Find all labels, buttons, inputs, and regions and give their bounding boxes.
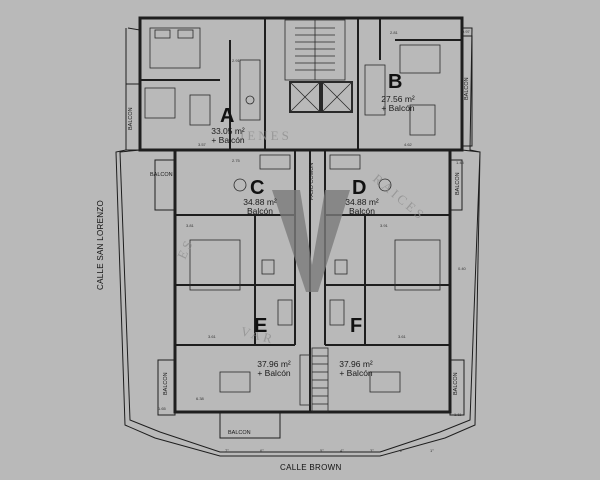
- axis-number: 2°: [400, 448, 404, 453]
- unit-letter: F: [350, 315, 362, 337]
- dimension-label: 4.62: [404, 142, 413, 147]
- axis-number: 3°: [370, 448, 374, 453]
- balcony-label: BALCON: [150, 172, 173, 178]
- balcony-label: BALCON: [163, 372, 169, 395]
- unit-area: 37.96 m²: [257, 359, 291, 369]
- unit-e-label: E 37.96 m² + Balcón: [254, 315, 291, 378]
- axis-numbers: 1° 2° 3° 4° 5° 6° 7°: [225, 448, 434, 453]
- dimension-label: 6.38: [196, 396, 205, 401]
- unit-c-label: C 34.88 m² Balcón: [243, 177, 277, 216]
- unit-extra: + Balcón: [257, 368, 291, 378]
- furniture: [144, 27, 441, 406]
- balcony-label: BALCON: [453, 372, 459, 395]
- balcony-label: BALCON: [464, 77, 470, 100]
- unit-area: 33.05 m²: [211, 126, 245, 136]
- axis-number: 6°: [260, 448, 264, 453]
- dimension-label: 3.61: [208, 334, 217, 339]
- unit-letter: D: [352, 177, 366, 199]
- corridor-label: PASO COMUN: [309, 163, 315, 200]
- unit-b-label: B 27.56 m² + Balcón: [381, 71, 415, 113]
- unit-area: 34.88 m²: [243, 197, 277, 207]
- dimension-label: 1.65: [158, 406, 167, 411]
- balcony-label: BALCON: [455, 172, 461, 195]
- unit-letter: E: [254, 315, 267, 337]
- unit-letter: A: [220, 105, 234, 127]
- balcony-label: BALCON: [228, 430, 251, 436]
- dimensions: 2.81 3.57 4.62 2.91 3.61 3.61 2.75 1.45 …: [158, 29, 471, 417]
- building-walls: [125, 16, 473, 439]
- dimension-label: 1.45: [456, 160, 465, 165]
- balcony-label: BALCON: [128, 107, 134, 130]
- unit-extra: + Balcón: [381, 103, 415, 113]
- watermark-logo-icon: [272, 190, 350, 292]
- dimension-label: 2.75: [232, 158, 241, 163]
- dimension-label: 2.91: [232, 58, 241, 63]
- street-label-left: CALLE SAN LORENZO: [96, 200, 105, 290]
- unit-letter: B: [388, 71, 402, 93]
- dimension-label: 3.81: [186, 223, 195, 228]
- interior-walls: [140, 18, 462, 412]
- unit-f-label: F 37.96 m² + Balcón: [339, 315, 373, 378]
- axis-number: 1°: [430, 448, 434, 453]
- axis-number: 5°: [320, 448, 324, 453]
- unit-extra: + Balcón: [211, 135, 245, 145]
- unit-extra: Balcón: [349, 206, 375, 216]
- unit-d-label: D 34.88 m² Balcón: [345, 177, 379, 216]
- unit-area: 27.56 m²: [381, 94, 415, 104]
- unit-a-label: A 33.05 m² + Balcón: [211, 105, 245, 145]
- dimension-label: 3.57: [198, 142, 207, 147]
- balcony-labels: BALCON BALCON BALCON BALCON BALCON BALCO…: [128, 77, 470, 436]
- axis-number: 4°: [340, 448, 344, 453]
- unit-letter: C: [250, 177, 264, 199]
- unit-extra: Balcón: [247, 206, 273, 216]
- stair-core: [284, 19, 353, 413]
- dimension-label: 3.61: [398, 334, 407, 339]
- dimension-label: 3.91: [380, 223, 389, 228]
- unit-extra: + Balcón: [339, 368, 373, 378]
- dimension-label: 0.40: [458, 266, 467, 271]
- axis-number: 7°: [225, 448, 229, 453]
- dimension-label: 1.11: [454, 412, 462, 417]
- unit-area: 34.88 m²: [345, 197, 379, 207]
- street-label-bottom: CALLE BROWN: [280, 463, 342, 472]
- watermark-text-left: ES: [174, 236, 197, 262]
- watermark-text-top: IENES: [240, 128, 292, 143]
- watermark: IENES RAICES ES VAR: [174, 128, 429, 347]
- unit-area: 37.96 m²: [339, 359, 373, 369]
- dimension-label: 0.97: [462, 29, 471, 34]
- dimension-label: 2.81: [390, 30, 399, 35]
